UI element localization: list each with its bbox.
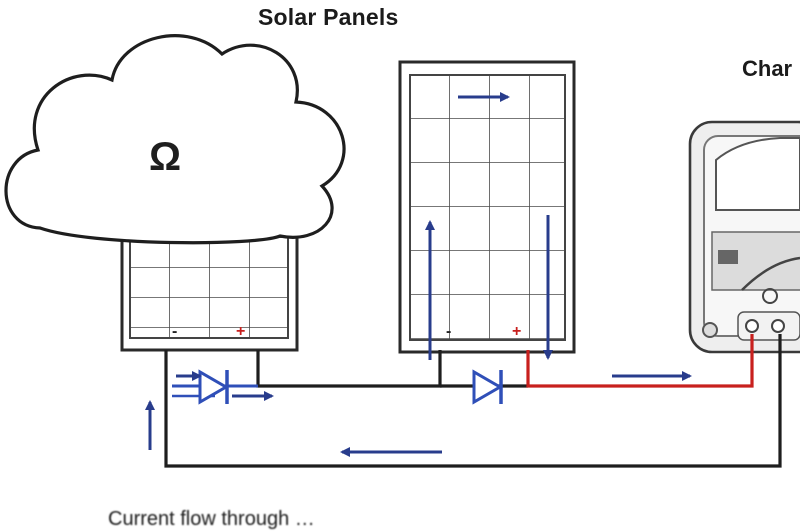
controller-terminal-positive (745, 319, 759, 333)
panel-right-minus-terminal: - (446, 323, 451, 340)
diagram-title: Solar Panels (258, 4, 399, 30)
charge-controller (688, 120, 800, 354)
cloud-symbol: Ω (149, 135, 181, 179)
panel-right-plus-terminal: + (512, 323, 521, 340)
solar-circuit-diagram: - + Ω - + (4, 34, 800, 468)
diode-icon (472, 369, 504, 405)
solar-panel-left: - + (120, 218, 299, 352)
diode-icon (172, 369, 258, 405)
panel-left-plus-terminal: + (236, 323, 245, 340)
charge-controller-label: Char (742, 56, 793, 81)
screw-icon (702, 322, 718, 338)
panel-left-minus-terminal: - (172, 323, 177, 340)
cloud-icon: Ω (4, 34, 346, 245)
controller-terminal-negative (771, 319, 785, 333)
solar-panel-right: - + (398, 60, 576, 354)
